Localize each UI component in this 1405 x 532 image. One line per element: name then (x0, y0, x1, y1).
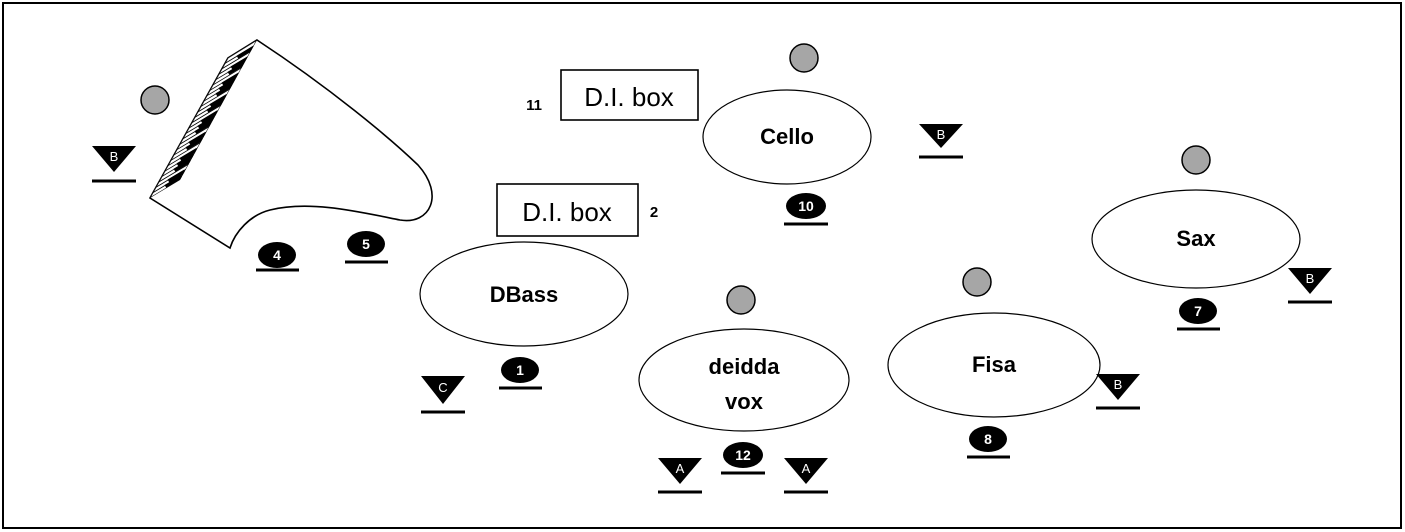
piano-black-key (215, 83, 234, 97)
monitor-mix-label: B (110, 149, 119, 164)
mic-number: 1 (516, 362, 524, 378)
di-box-label: D.I. box (584, 82, 674, 112)
piano-key-divider (221, 50, 253, 70)
piano-black-key (164, 175, 183, 188)
grand-piano (148, 39, 433, 250)
piano-key-divider (158, 163, 190, 183)
piano-black-key (176, 153, 195, 167)
piano-black-key (236, 45, 255, 59)
piano-black-key (230, 56, 249, 70)
mic-number: 5 (362, 236, 370, 252)
player-circle-cello (789, 43, 819, 73)
mic-number: 12 (735, 447, 751, 463)
monitor-mix-label: B (937, 127, 946, 142)
instrument-label-deidda: deidda (709, 354, 781, 379)
piano-key-divider (200, 88, 232, 107)
piano-black-key (194, 121, 213, 135)
piano-black-key (206, 99, 225, 113)
piano-key-divider (170, 141, 202, 161)
piano-key-divider (212, 66, 244, 86)
piano-black-key (173, 158, 192, 172)
instrument-label-dbass: DBass (490, 282, 558, 307)
instrument-label-cello: Cello (760, 124, 814, 149)
di-channel-label: 2 (650, 204, 658, 221)
instrument-deidda-vox: deidda vox (638, 328, 850, 432)
monitor-mix-label: B (1114, 377, 1123, 392)
instrument-label-fisa: Fisa (972, 352, 1017, 377)
mic-number: 7 (1194, 303, 1202, 319)
di-channel-label: 11 (526, 97, 542, 114)
monitor-dbass: C (421, 376, 465, 414)
mic-number: 4 (273, 247, 281, 263)
di-box-label: D.I. box (522, 197, 612, 227)
player-circle-fisa (962, 267, 992, 297)
instrument-label-vox: vox (725, 389, 764, 414)
mic-number: 10 (798, 198, 814, 214)
piano-key-divider (179, 125, 211, 145)
monitor-vox-left: A (658, 458, 702, 494)
player-circle-sax (1181, 145, 1211, 175)
mic-10: 10 (784, 193, 828, 226)
piano-black-key (209, 94, 228, 108)
instrument-dbass: DBass (419, 241, 629, 347)
piano-black-key (179, 148, 198, 161)
piano-black-key (221, 72, 240, 86)
instrument-sax: Sax (1091, 189, 1301, 289)
instrument-cello: Cello (702, 89, 872, 185)
mic-5: 5 (345, 231, 388, 264)
mic-4: 4 (256, 242, 299, 272)
monitor-mix-label: C (438, 380, 447, 395)
di-box-11: D.I. box 11 (526, 69, 699, 121)
monitor-vox-right: A (784, 458, 828, 494)
piano-black-key (167, 169, 186, 183)
mic-8: 8 (967, 426, 1010, 459)
instrument-fisa: Fisa (887, 312, 1101, 418)
piano-black-key (227, 61, 246, 75)
monitor-cello: B (919, 124, 963, 159)
piano-black-key (188, 131, 207, 145)
mic-12: 12 (721, 442, 765, 475)
piano-black-key (218, 78, 237, 91)
mic-number: 8 (984, 431, 992, 447)
monitor-fisa: B (1096, 374, 1140, 410)
monitor-sax: B (1288, 268, 1332, 304)
instrument-label-sax: Sax (1176, 226, 1216, 251)
monitor-mix-label: A (676, 461, 685, 476)
piano-black-key (197, 115, 216, 129)
piano-black-key (200, 110, 219, 124)
piano-black-key (185, 137, 204, 151)
monitor-mix-label: B (1306, 271, 1315, 286)
piano-key-divider (191, 104, 223, 123)
mic-7: 7 (1177, 298, 1220, 331)
monitor-mix-label: A (802, 461, 811, 476)
di-box-2: D.I. box 2 (496, 183, 658, 237)
player-circle-vox (726, 285, 756, 315)
piano-keyboard (150, 40, 257, 198)
mic-1: 1 (499, 357, 542, 390)
monitor-piano: B (92, 146, 136, 183)
player-circle-piano (140, 85, 170, 115)
